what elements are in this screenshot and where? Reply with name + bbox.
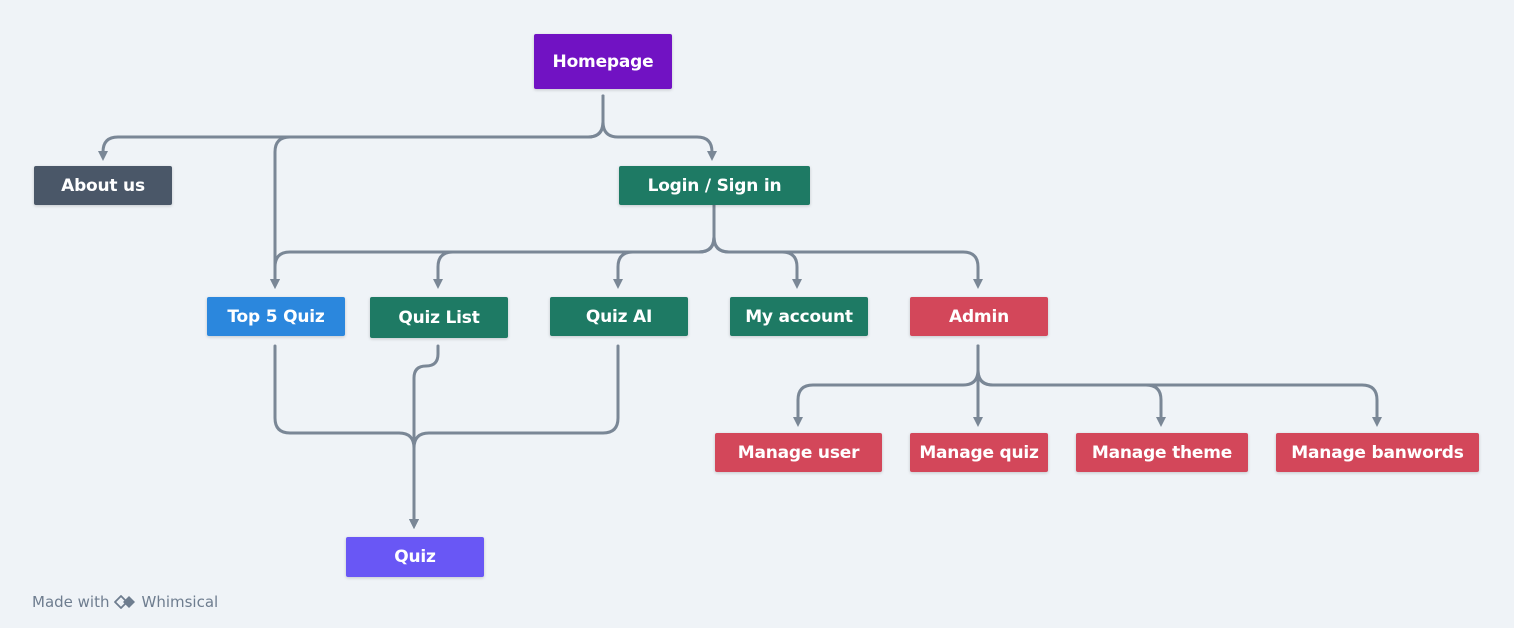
node-top-5-quiz[interactable]: Top 5 Quiz [207, 297, 345, 336]
edge-login-quiz-list [433, 204, 716, 289]
node-quiz-ai[interactable]: Quiz AI [550, 297, 688, 336]
edge-quiz-ai-quiz [409, 344, 620, 529]
node-admin[interactable]: Admin [910, 297, 1048, 336]
made-with-label: Made with [32, 593, 110, 611]
node-manage-banwords[interactable]: Manage banwords [1276, 433, 1479, 472]
edge-quiz-list-quiz [409, 344, 440, 529]
edge-homepage-login [601, 94, 717, 161]
edge-login-top5 [270, 204, 716, 289]
node-login-sign-in[interactable]: Login / Sign in [619, 166, 810, 205]
node-about-us[interactable]: About us [34, 166, 172, 205]
made-with-footer[interactable]: Made with Whimsical [32, 593, 218, 611]
edge-admin-manage-banwords [976, 344, 1382, 427]
node-quiz-list[interactable]: Quiz List [370, 297, 508, 338]
edge-login-admin [712, 204, 983, 289]
node-homepage[interactable]: Homepage [534, 34, 672, 89]
edge-homepage-about-us [98, 94, 605, 161]
node-manage-quiz[interactable]: Manage quiz [910, 433, 1048, 472]
edge-homepage-top5 [270, 94, 605, 289]
edge-login-my-account [712, 204, 802, 289]
node-manage-theme[interactable]: Manage theme [1076, 433, 1248, 472]
edge-login-quiz-ai [613, 204, 716, 289]
edge-top5-quiz [273, 344, 419, 529]
edge-admin-manage-user [793, 344, 980, 427]
node-my-account[interactable]: My account [730, 297, 868, 336]
whimsical-brand-label: Whimsical [141, 593, 219, 611]
node-quiz[interactable]: Quiz [346, 537, 484, 577]
node-manage-user[interactable]: Manage user [715, 433, 882, 472]
whimsical-logo-icon [114, 595, 136, 609]
